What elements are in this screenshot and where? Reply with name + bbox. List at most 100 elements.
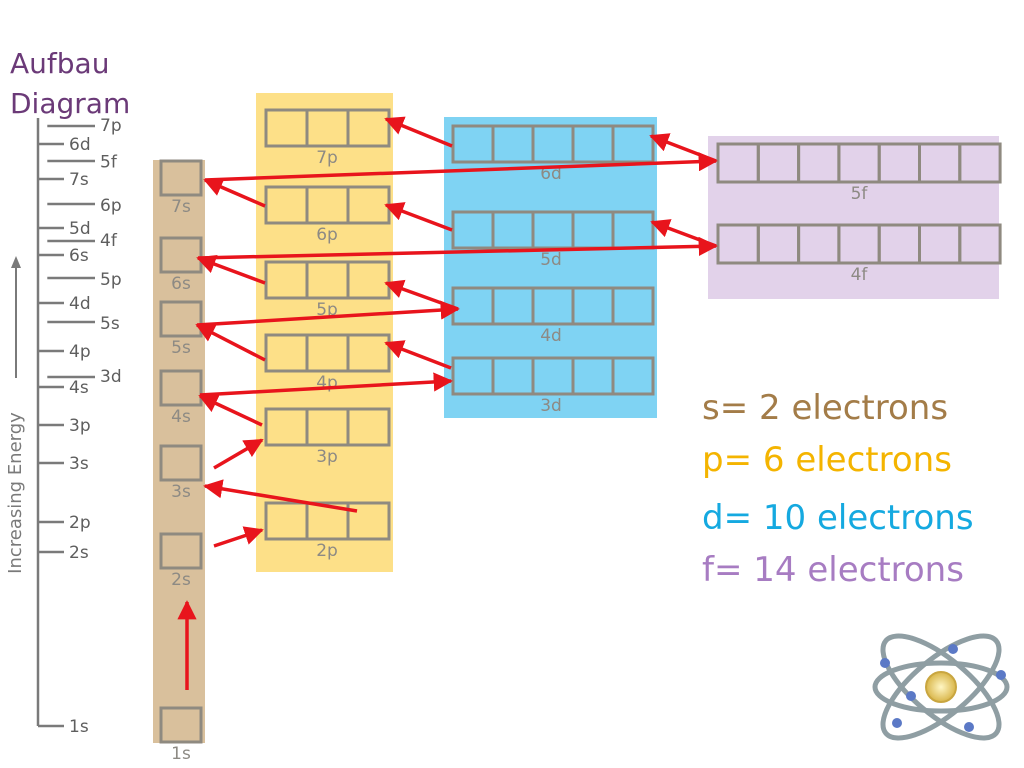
fill-arrow-6d-to-7p (384, 116, 453, 148)
energy-level-label: 6p (100, 196, 122, 216)
orbital-box (159, 300, 203, 338)
energy-level-4d: 4d (38, 294, 91, 314)
orbital-box (611, 356, 655, 396)
fill-arrow-6s-to-4f (197, 236, 718, 260)
fill-arrow-3s-to-3p (213, 438, 264, 470)
sublevel-4d: 4d (451, 286, 655, 346)
energy-level-2p: 2p (38, 513, 91, 533)
energy-level-label: 7p (100, 116, 122, 136)
fill-arrow-6p-to-7s (203, 178, 266, 208)
fill-arrow-5d-to-6p (384, 202, 453, 232)
legend-s-electrons: s= 2 electrons (702, 388, 949, 428)
energy-level-4s: 4s (38, 378, 89, 398)
sublevel-label-6p: 6p (316, 225, 338, 245)
energy-level-3p: 3p (38, 416, 91, 436)
legend-d-electrons: d= 10 electrons (702, 498, 974, 538)
fill-arrow-4p-to-5s (195, 323, 266, 362)
sublevel-label-7p: 7p (316, 148, 338, 168)
fill-arrow-3d-to-4p (384, 340, 452, 370)
sublevel-1s: 1s (159, 706, 203, 764)
sublevel-4f: 4f (716, 223, 1002, 285)
slide-title: Aufbau Diagram (10, 44, 130, 124)
sublevel-7s: 7s (159, 159, 203, 217)
sublevel-label-3p: 3p (316, 447, 338, 467)
fill-arrow-4f-to-5d (650, 219, 717, 248)
energy-level-2s: 2s (38, 543, 89, 563)
energy-level-label: 5s (100, 314, 120, 334)
sublevel-7p: 7p (264, 108, 391, 168)
sublevel-3d: 3d (451, 356, 655, 416)
orbital-box (159, 236, 203, 274)
sublevel-3p: 3p (264, 407, 391, 467)
orbital-box (159, 532, 203, 570)
energy-level-label: 6s (69, 246, 89, 266)
sublevel-2p: 2p (264, 501, 391, 561)
title-line-1: Aufbau (10, 47, 110, 80)
sublevel-label-5f: 5f (851, 184, 869, 204)
energy-level-4f: 4f (47, 231, 118, 251)
energy-level-5f: 5f (47, 152, 118, 172)
energy-level-label: 4s (69, 378, 89, 398)
sublevel-label-5d: 5d (540, 250, 562, 270)
energy-level-6s: 6s (38, 246, 89, 266)
sublevel-label-5s: 5s (171, 338, 191, 358)
energy-level-3s: 3s (38, 454, 89, 474)
energy-level-5d: 5d (38, 219, 91, 239)
sublevel-label-4f: 4f (851, 265, 869, 285)
energy-level-5p: 5p (47, 270, 122, 290)
sublevel-label-2p: 2p (316, 541, 338, 561)
title-line-2: Diagram (10, 87, 131, 120)
orbital-box (958, 142, 1002, 184)
energy-arrow-head (11, 256, 21, 268)
energy-level-6p: 6p (47, 196, 122, 216)
fill-arrow-5f-to-6d (649, 133, 717, 163)
energy-level-label: 4d (69, 294, 91, 314)
energy-level-label: 4f (100, 231, 118, 251)
energy-level-label: 2p (69, 513, 91, 533)
energy-axis-label: Increasing Energy (5, 412, 26, 574)
sublevel-label-7s: 7s (171, 197, 191, 217)
orbital-box (159, 706, 203, 744)
sublevel-2s: 2s (159, 532, 203, 590)
fill-arrow-5p-to-6s (196, 255, 266, 285)
sublevel-label-3d: 3d (540, 396, 562, 416)
orbital-box (958, 223, 1002, 265)
energy-level-label: 5f (100, 152, 118, 172)
f-column-band (708, 136, 999, 299)
energy-level-label: 2s (69, 543, 89, 563)
energy-level-label: 5p (100, 270, 122, 290)
fill-arrow-2p-to-3s (203, 479, 358, 513)
energy-level-label: 4p (69, 342, 91, 362)
energy-level-7p: 7p (47, 116, 122, 136)
fill-arrow-7s-to-5f (204, 152, 718, 182)
energy-level-label: 1s (69, 717, 89, 737)
sublevel-3s: 3s (159, 444, 203, 502)
energy-level-label: 3s (69, 454, 89, 474)
fill-arrow-5s-to-4d (196, 300, 460, 327)
fill-arrow-4s-to-3d (199, 372, 453, 397)
legend-f-electrons: f= 14 electrons (702, 550, 964, 590)
sublevel-4s: 4s (159, 369, 203, 427)
energy-level-label: 3p (69, 416, 91, 436)
orbital-box (159, 159, 203, 197)
energy-level-4p: 4p (38, 342, 91, 362)
energy-level-6d: 6d (38, 135, 91, 155)
energy-level-3d: 3d (47, 367, 122, 387)
orbital-box (611, 286, 655, 326)
orbital-box (159, 444, 203, 482)
fill-arrow-2s-to-2p (213, 526, 264, 548)
fill-arrow-4d-to-5p (384, 279, 459, 311)
sublevel-5d: 5d (451, 210, 655, 270)
sublevel-label-6s: 6s (171, 274, 191, 294)
sublevel-5s: 5s (159, 300, 203, 358)
atom-icon (872, 633, 1010, 741)
energy-level-label: 5d (69, 219, 91, 239)
energy-level-label: 3d (100, 367, 122, 387)
energy-level-5s: 5s (47, 314, 120, 334)
sublevel-5f: 5f (716, 142, 1002, 204)
sublevel-label-3s: 3s (171, 482, 191, 502)
orbital-box (346, 501, 391, 541)
legend-p-electrons: p= 6 electrons (702, 440, 952, 480)
